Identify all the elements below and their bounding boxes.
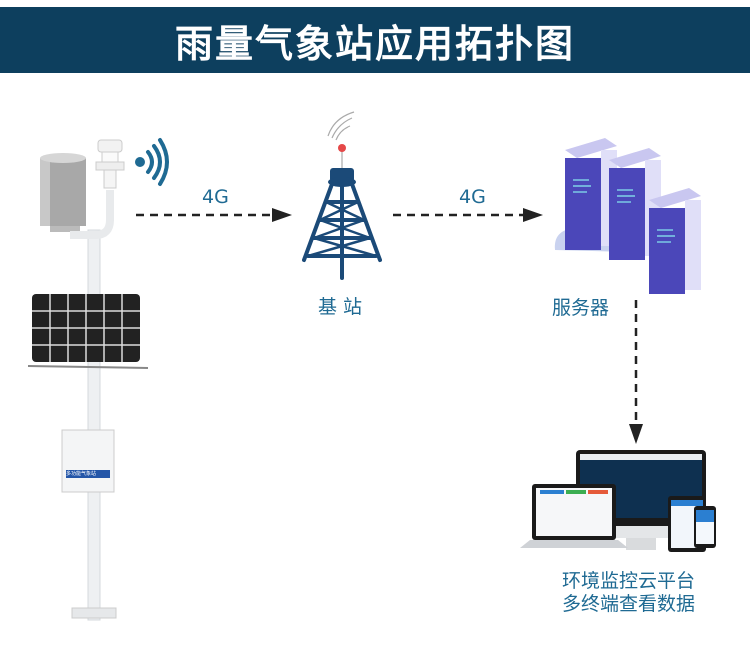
pole-base <box>71 607 117 619</box>
link-arrow-2 <box>393 208 543 222</box>
link-label-2: 4G <box>459 186 486 208</box>
phone-icon <box>694 506 716 548</box>
platform-label-line2: 多终端查看数据 <box>562 593 696 615</box>
weather-sensor-icon <box>95 139 125 189</box>
link-arrow-3 <box>629 300 643 444</box>
link-label-1: 4G <box>202 186 229 208</box>
page-title: 雨量气象站应用拓扑图 <box>174 21 575 66</box>
laptop-icon <box>520 484 628 548</box>
server-cluster-icon <box>554 138 701 294</box>
wifi-signal-icon <box>135 138 169 186</box>
rain-gauge-icon <box>40 153 86 232</box>
control-box-label: 多功能气象站 <box>66 471 97 477</box>
link-arrow-1 <box>136 208 292 222</box>
devices-illustration <box>520 450 716 552</box>
solar-panel-icon <box>27 294 149 369</box>
weather-station <box>27 138 169 621</box>
server-rack-icon <box>649 188 701 294</box>
pole <box>87 229 101 621</box>
platform-label-line1: 环境监控云平台 <box>562 570 696 592</box>
cell-tower-icon <box>302 111 382 280</box>
title-banner: 雨量气象站应用拓扑图 <box>0 7 750 73</box>
base-station-label: 基 站 <box>318 296 363 318</box>
server-label: 服务器 <box>552 297 610 319</box>
control-box-icon <box>61 429 115 493</box>
